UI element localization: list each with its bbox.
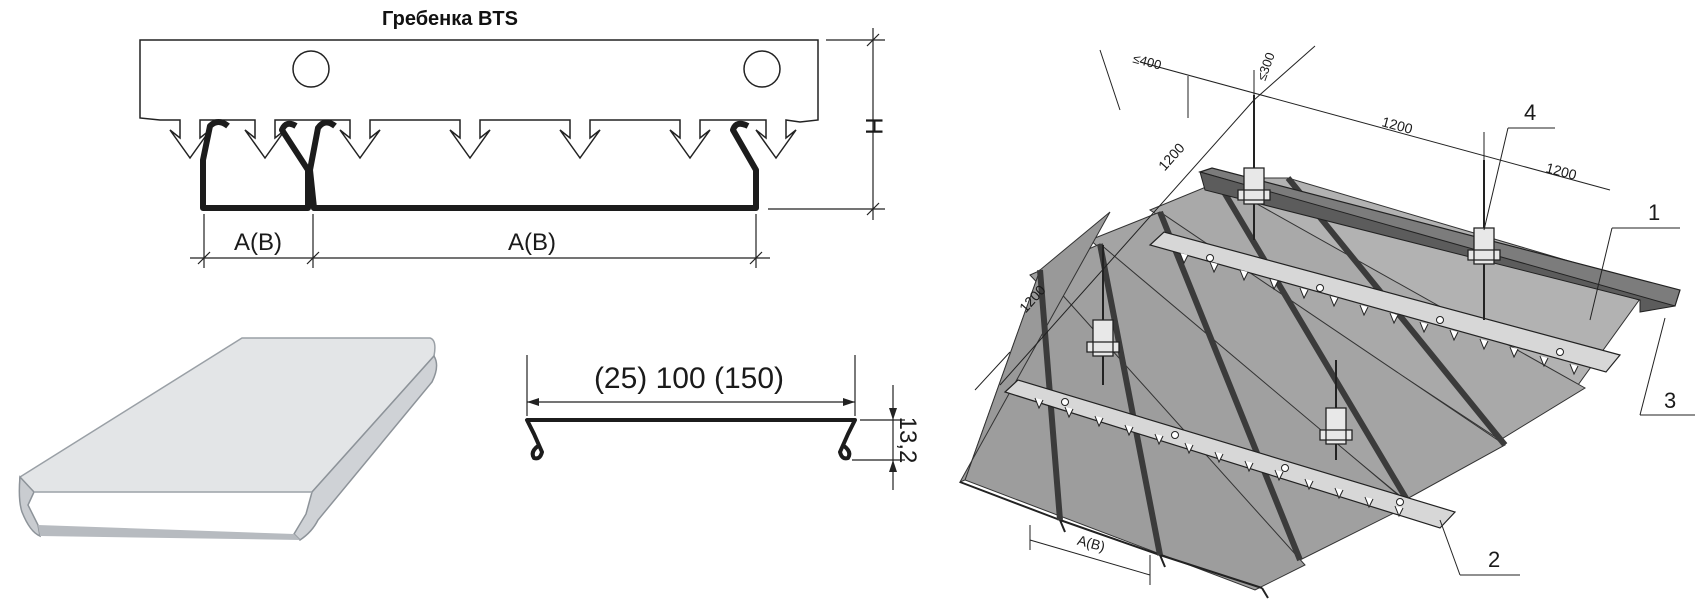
callout-1: 1 <box>1648 200 1660 225</box>
comb-hole-right <box>743 50 781 88</box>
comb-hole-left <box>292 50 330 88</box>
panel-inner-shadow <box>38 525 300 540</box>
profile-h-arrow-bottom <box>889 460 897 472</box>
profile-height-label: 13,2 <box>894 417 921 464</box>
comb-outline <box>139 39 819 160</box>
profile-arrow-left <box>527 398 539 406</box>
assembly-dimensions <box>974 45 1611 585</box>
dim-label-h: H <box>860 117 887 134</box>
comb-rail-upper <box>1148 231 1622 373</box>
dim-tick-2 <box>306 251 320 265</box>
panel-top-face <box>19 337 436 493</box>
profile-width-label: (25) 100 (150) <box>594 362 784 395</box>
profile-h-arrow-top <box>889 408 897 420</box>
dim-label-300: ≤300 <box>1254 50 1278 82</box>
dim-label-ab-right: A(B) <box>508 229 556 256</box>
comb-drawing: Гребенка BTS A(B) A(B) H <box>139 8 887 268</box>
assembly-drawing: ≤400 ≤300 1200 1200 1200 1200 A(B) 4 1 3… <box>958 45 1695 599</box>
carrier-rail-back-side <box>1199 171 1676 313</box>
panel-front-edges <box>959 481 1269 599</box>
callout-2: 2 <box>1488 547 1500 572</box>
dim-label-1200-right: 1200 <box>1544 159 1578 183</box>
dim-h-tick-top <box>866 33 880 47</box>
panel-right-lip <box>293 354 438 541</box>
dim-h-tick-bottom <box>866 202 880 216</box>
dim-tick-1 <box>197 251 211 265</box>
profile-section: (25) 100 (150) 13,2 <box>525 355 921 490</box>
dim-label-ab: A(B) <box>1076 532 1107 555</box>
callout-leaders <box>1439 127 1695 576</box>
comb-title: Гребенка BTS <box>382 8 518 30</box>
dim-tick-3 <box>749 251 763 265</box>
profile-wide <box>307 119 759 211</box>
comb-teeth <box>1034 252 1579 518</box>
callout-4: 4 <box>1524 100 1536 125</box>
profile-narrow <box>200 119 311 211</box>
dim-label-1200-top: 1200 <box>1380 113 1414 137</box>
profile-arrow-right <box>843 398 855 406</box>
callout-3: 3 <box>1664 388 1676 413</box>
dim-label-1200-left-upper: 1200 <box>1155 140 1188 174</box>
profile-cross-section <box>525 418 857 461</box>
panel-3d <box>18 337 438 541</box>
dim-label-ab-left: A(B) <box>234 229 282 256</box>
dim-label-400: ≤400 <box>1131 51 1163 73</box>
hanger-brackets <box>1086 167 1501 445</box>
comb-rail-holes <box>1061 254 1564 506</box>
